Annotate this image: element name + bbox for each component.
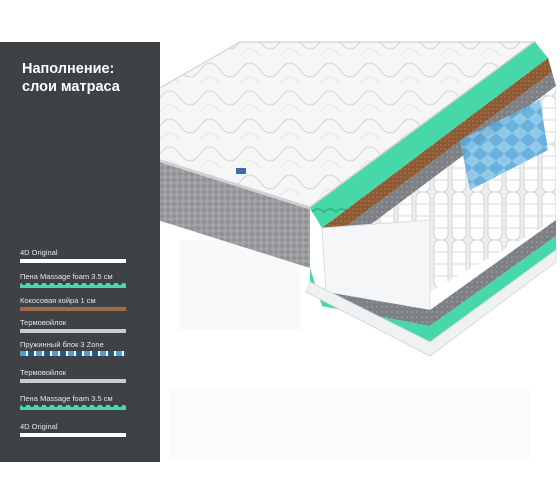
layer-swatch-brown — [20, 307, 126, 311]
title-line-1: Наполнение: — [22, 61, 115, 77]
layer-swatch-grey — [20, 329, 126, 333]
layer-label: 4D Original — [20, 248, 58, 257]
layer-swatch-spring — [20, 351, 126, 356]
layer-row: Термовойлок — [20, 368, 130, 383]
felt-layer-top — [328, 72, 556, 252]
layer-label: Пена Massage foam 3.5 см — [20, 272, 113, 281]
layer-row: Термовойлок — [20, 318, 130, 333]
layer-row: 4D Original — [20, 422, 130, 437]
layer-swatch-white — [20, 259, 126, 263]
layer-row: Пружинный блок 3 Zone — [20, 340, 130, 356]
coir-layer — [322, 58, 552, 240]
mint-foam-top — [310, 42, 548, 228]
felt-layer-bottom — [322, 220, 556, 326]
layer-label: Пена Massage foam 3.5 см — [20, 394, 113, 403]
layer-swatch-grey — [20, 379, 126, 383]
layer-row: Пена Massage foam 3.5 см — [20, 394, 130, 410]
mattress-base — [305, 249, 557, 357]
layer-label: 4D Original — [20, 422, 58, 431]
brand-tag — [236, 168, 246, 174]
title-line-2: слои матраса — [22, 79, 120, 95]
layer-swatch-white — [20, 433, 126, 437]
layer-row: Пена Massage foam 3.5 см — [20, 272, 130, 288]
layer-label: Термовойлок — [20, 318, 67, 327]
layer-row: Кокосовая койра 1 см — [20, 296, 130, 311]
layer-swatch-mint — [20, 405, 126, 410]
layer-label: Термовойлок — [20, 368, 67, 377]
layer-row: 4D Original — [20, 248, 130, 263]
layer-swatch-mint — [20, 283, 126, 288]
layers-panel — [0, 42, 160, 462]
layer-label: Пружинный блок 3 Zone — [20, 340, 104, 349]
spring-zone-blue — [460, 100, 548, 190]
page-title: Наполнение: слои матраса — [22, 60, 162, 96]
layer-label: Кокосовая койра 1 см — [20, 296, 96, 305]
